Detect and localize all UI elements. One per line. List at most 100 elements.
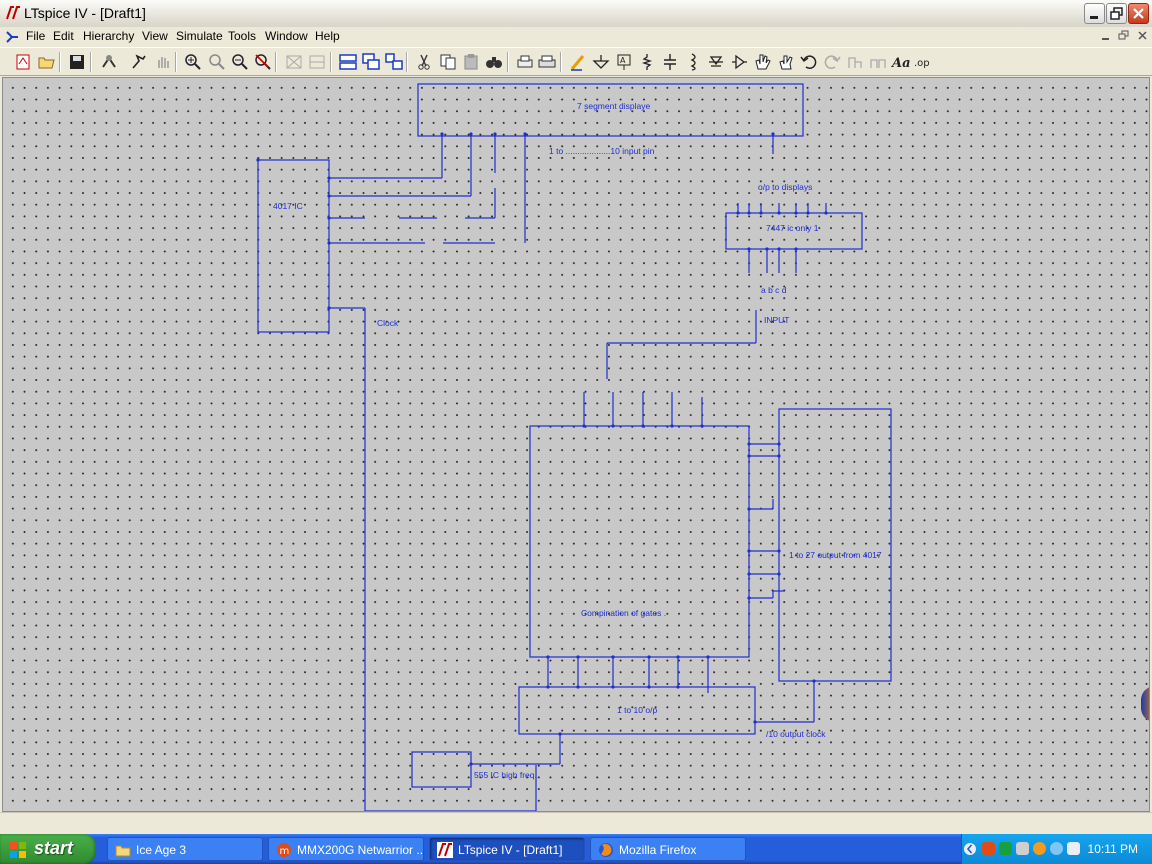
tray-m-icon[interactable] [982, 842, 995, 855]
undo-button[interactable] [799, 52, 819, 72]
capacitor-button[interactable] [660, 52, 680, 72]
schematic-canvas[interactable]: 7 segment displaye 1 to ................… [2, 77, 1150, 812]
ic555-block[interactable] [411, 751, 472, 788]
ltspice-icon [437, 842, 453, 858]
menu-simulate[interactable]: Simulate [176, 29, 223, 43]
draw-wire-button[interactable] [568, 52, 588, 72]
close-button[interactable] [1128, 3, 1149, 24]
tray-app-icon[interactable] [1033, 842, 1046, 855]
control-panel-button[interactable] [99, 52, 119, 72]
menu-help[interactable]: Help [315, 29, 340, 43]
undo-icon [800, 55, 817, 69]
print-setup-button[interactable] [515, 52, 535, 72]
zoom-cancel-button[interactable] [253, 52, 273, 72]
output-10-block[interactable] [518, 686, 756, 735]
menu-tools[interactable]: Tools [228, 29, 257, 43]
seven-segment-block[interactable] [417, 83, 804, 137]
schematic-drawing[interactable]: 7 segment displaye 1 to ................… [3, 78, 1150, 812]
text-button[interactable]: Aa [890, 52, 911, 72]
move-button[interactable] [752, 52, 772, 72]
document-icon[interactable] [4, 29, 20, 45]
vertical-tile-button[interactable] [384, 52, 404, 72]
open-button[interactable] [37, 52, 57, 72]
label-op-to-displays[interactable]: o/p to displays [758, 182, 812, 192]
tray-expand-icon[interactable] [964, 842, 976, 856]
resistor-button[interactable] [637, 52, 657, 72]
label-ic7447[interactable]: 7447 ic only 1 [766, 223, 819, 233]
label-abcd[interactable]: a b c d [761, 285, 787, 295]
gates-block[interactable] [529, 425, 750, 658]
tray-volume-icon[interactable] [1016, 842, 1029, 855]
mdi-minimize-button[interactable] [1099, 29, 1113, 42]
find-button[interactable] [484, 52, 504, 72]
tray-messenger-icon[interactable] [1050, 842, 1063, 855]
label-clock10[interactable]: /10 output clock [766, 729, 826, 739]
zoom-pan-button[interactable] [207, 52, 227, 72]
drag-button[interactable] [776, 52, 796, 72]
label-ic555[interactable]: 555 IC high freq. [474, 770, 537, 780]
svg-text:.op: .op [914, 58, 930, 69]
inductor-icon [690, 53, 696, 71]
output-27-block[interactable] [778, 408, 892, 682]
tray-safely-remove-icon[interactable] [1067, 842, 1080, 855]
zoom-out-button[interactable] [230, 52, 250, 72]
task-label: LTspice IV - [Draft1] [458, 843, 563, 857]
tray-clock[interactable]: 10:11 PM [1087, 842, 1138, 856]
label-input-pins[interactable]: 1 to ...................10 input pin [549, 146, 655, 156]
inductor-button[interactable] [683, 52, 703, 72]
label-gates[interactable]: Compination of gates . [581, 608, 666, 618]
run-button[interactable] [129, 52, 149, 72]
label-ic4017[interactable]: 4017 IC [273, 201, 303, 211]
copy-icon [440, 54, 456, 70]
component-button[interactable] [729, 52, 749, 72]
save-button[interactable] [67, 52, 87, 72]
autorange-button[interactable] [284, 52, 304, 72]
cascade-button[interactable] [361, 52, 381, 72]
cut-button[interactable] [414, 52, 434, 72]
drag-icon [779, 55, 793, 70]
label-clock[interactable]: Clock [377, 318, 399, 328]
menu-edit[interactable]: Edit [53, 29, 74, 43]
menu-view[interactable]: View [142, 29, 168, 43]
rotate-button[interactable] [845, 52, 865, 72]
tile-button[interactable] [307, 52, 327, 72]
horizontal-tile-button[interactable] [338, 52, 358, 72]
halt-button[interactable] [153, 52, 173, 72]
zoom-in-button[interactable] [183, 52, 203, 72]
ground-button[interactable] [591, 52, 611, 72]
label-seven-segment[interactable]: 7 segment displaye [577, 101, 651, 111]
spice-directive-button[interactable]: .op [913, 52, 933, 72]
menu-window[interactable]: Window [265, 29, 308, 43]
zoom-in-icon [185, 54, 201, 70]
tray-network-icon[interactable] [999, 842, 1012, 855]
schematic-wires [257, 83, 892, 811]
restore-button[interactable] [1106, 3, 1127, 24]
paste-button[interactable] [461, 52, 481, 72]
new-schematic-button[interactable] [13, 52, 33, 72]
mdi-restore-button[interactable] [1117, 29, 1131, 42]
label-out27[interactable]: 1 to 27 output from 4017 [789, 550, 882, 560]
horizontal-tile-icon [339, 54, 357, 70]
menu-hierarchy[interactable]: Hierarchy [83, 29, 135, 43]
zoom-pan-icon [209, 54, 225, 70]
start-button[interactable]: start [0, 834, 96, 864]
label-out10[interactable]: 1 to 10 o/p [617, 705, 657, 715]
label-net-button[interactable]: A [614, 52, 634, 72]
task-ice-age[interactable]: Ice Age 3 [107, 837, 263, 861]
print-button[interactable] [537, 52, 557, 72]
task-mmx200g[interactable]: m MMX200G Netwarrior ... [268, 837, 424, 861]
ic7447-block[interactable] [725, 212, 863, 250]
vertical-tile-icon [385, 53, 403, 70]
mdi-close-button[interactable] [1136, 29, 1150, 42]
task-ltspice[interactable]: LTspice IV - [Draft1] [429, 837, 585, 861]
ic4017-block[interactable] [257, 159, 330, 333]
mirror-button[interactable] [868, 52, 888, 72]
diode-button[interactable] [706, 52, 726, 72]
redo-button[interactable] [822, 52, 842, 72]
label-input[interactable]: INPUT [764, 315, 790, 325]
ltspice-app-icon[interactable] [5, 5, 21, 21]
minimize-button[interactable] [1084, 3, 1105, 24]
menu-file[interactable]: File [26, 29, 46, 43]
task-firefox[interactable]: Mozilla Firefox [590, 837, 746, 861]
copy-button[interactable] [438, 52, 458, 72]
